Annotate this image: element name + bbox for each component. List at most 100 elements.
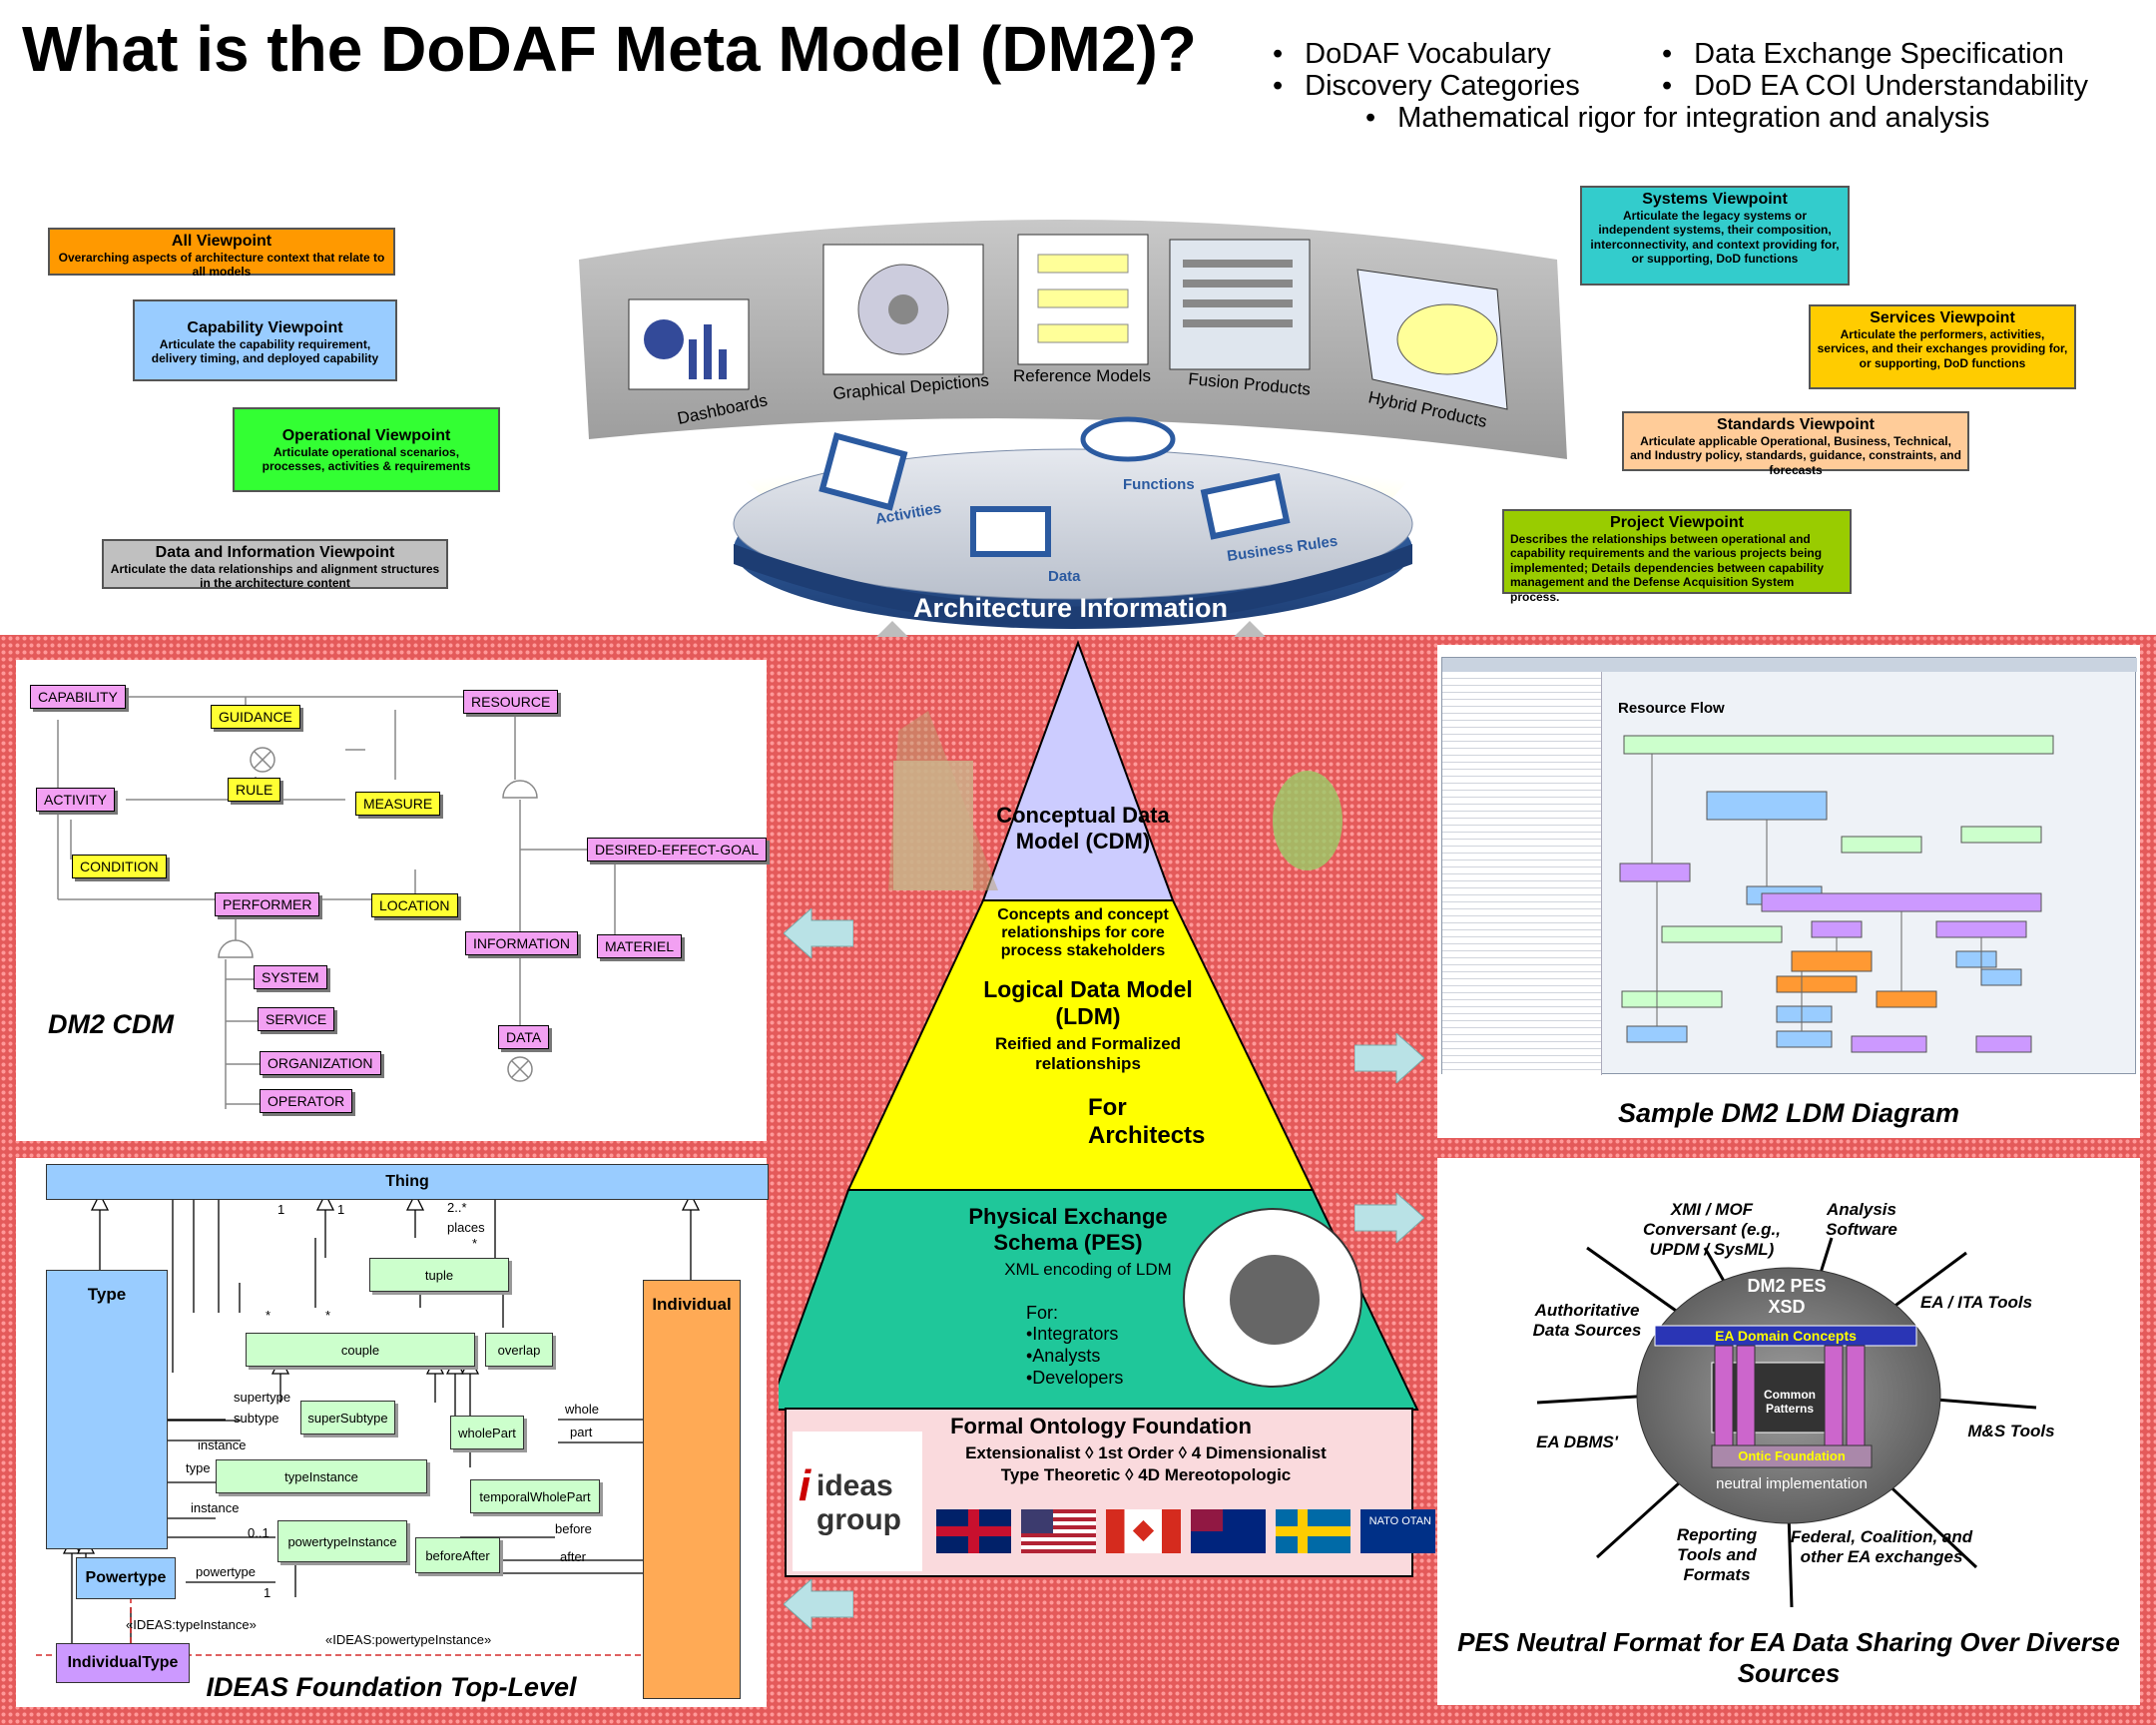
pyramid-pes-desc: XML encoding of LDM [1004,1260,1172,1279]
pes-spoke-xmi: XMI / MOF Conversant (e.g., UPDM / SysML… [1643,1200,1781,1259]
ideas-lbl-powertype-instance-stereo: «IDEAS:powertypeInstance» [325,1632,492,1647]
ldm-panel: Resource Flow [1437,645,2140,1138]
ideas-lbl-powertype: powertype [196,1564,256,1579]
ideas-lbl-subtype: subtype [234,1411,279,1426]
pyramid-ldm-desc: Reified and Formalized relationships [994,1034,1182,1073]
cdm-location: LOCATION [371,893,458,917]
cdm-service: SERVICE [258,1007,335,1031]
pes-spoke-reporting: Reporting Tools and Formats [1676,1525,1758,1584]
ontology-line2: Type Theoretic ◊ 4D Mereotopologic [1000,1465,1292,1484]
arrow-to-ldm [1353,1031,1425,1085]
up-arrow-left [876,621,908,637]
ideas-type-instance: typeInstance [216,1459,427,1493]
pes-panel: DM2 PES XSD EA Domain Concepts Common Pa… [1437,1158,2140,1705]
pes-spoke-ea-ita: EA / ITA Tools [1919,1293,2033,1312]
pes-spoke-analysis: Analysis Software [1826,1200,1897,1239]
ideas-caption: IDEAS Foundation Top-Level [206,1672,577,1702]
ideas-lbl-part: part [570,1425,593,1439]
cdm-desired-effect-goal: DESIRED-EFFECT-GOAL [587,838,768,862]
ontology-box: Formal Ontology Foundation Extensionalis… [785,1408,1435,1577]
pyramid-pes-for-analysts: •Analysts [1026,1346,1101,1366]
platform-functions: Functions [1123,476,1195,493]
meeting-clipart [893,761,973,890]
ideas-lbl-instance: instance [198,1438,247,1452]
bullet-exchange-spec: Data Exchange Specification [1662,38,2064,71]
flag-australia-icon [1191,1509,1266,1553]
arrow-to-pes [1353,1191,1425,1245]
pyramid-pes-for-developers: •Developers [1026,1368,1124,1388]
bullet-understandability: DoD EA COI Understandability [1662,70,2088,103]
ideas-lbl-places-mult: 2..* [447,1200,467,1215]
pyramid-pes-wheel [1183,1208,1362,1388]
ideas-lbl-supertype: supertype [234,1390,291,1405]
fusion-products-thumb [1169,239,1311,370]
ideas-lbl-whole: whole [565,1402,599,1417]
cdm-condition: CONDITION [72,855,167,878]
cdm-guidance: GUIDANCE [211,705,300,729]
ideas-powertype-instance: powertypeInstance [277,1520,407,1562]
ideas-lbl-star: * [266,1308,271,1323]
pes-ontic: Ontic Foundation [1738,1448,1846,1463]
ideas-logo: i ideas group [793,1432,922,1571]
pes-caption: PES Neutral Format for EA Data Sharing O… [1457,1627,2120,1688]
ontology-line1: Extensionalist ◊ 1st Order ◊ 4 Dimension… [965,1443,1327,1462]
ideas-individual-type: IndividualType [56,1643,190,1683]
bullet-math-rigor: Mathematical rigor for integration and a… [1365,102,1989,135]
pes-spokes [1536,1237,2037,1608]
flag-canada-icon [1106,1509,1181,1553]
pes-spoke-dbms: EA DBMS' [1536,1433,1618,1451]
platform-data: Data [1048,568,1081,585]
bullet-vocabulary: DoDAF Vocabulary [1273,38,1551,71]
pyramid-cdm-title: Conceptual Data Model (CDM) [996,803,1170,854]
cdm-activity: ACTIVITY [36,788,116,812]
pes-spoke-authoritative: Authoritative Data Sources [1532,1301,1642,1340]
cdm-connectors [57,696,625,1109]
page-title: What is the DoDAF Meta Model (DM2)? [22,13,1197,85]
flags-row: NATO OTAN [936,1509,1435,1553]
cdm-rule: RULE [228,778,281,802]
cdm-organization: ORGANIZATION [260,1051,381,1075]
cdm-materiel: MATERIEL [597,934,682,958]
pes-domain-concepts: EA Domain Concepts [1715,1328,1857,1344]
cdm-panel: CAPABILITY RESOURCE ACTIVITY DESIRED-EFF… [16,660,768,1141]
cdm-measure: MEASURE [355,792,441,816]
ideas-couple: couple [246,1333,475,1367]
ideas-lbl-one: 1 [337,1202,345,1217]
ldm-diagram-title: Resource Flow [1618,700,1725,717]
ideas-lbl-zero-one: 0..1 [248,1525,270,1540]
ideas-lbl-before: before [555,1521,592,1536]
ideas-tuple: tuple [369,1258,509,1292]
ideas-panel: Thing Type Individual Powertype Individu… [16,1158,769,1707]
up-arrow-right [1234,621,1266,637]
flag-sweden-icon [1276,1509,1350,1553]
cdm-data: DATA [498,1025,550,1049]
pyramid-pes-title: Physical Exchange Schema (PES) [968,1204,1168,1255]
ontology-title: Formal Ontology Foundation [950,1414,1252,1438]
dashboards-thumb [628,298,750,390]
ideas-type: Type [46,1270,168,1549]
ideas-lbl-type: type [186,1460,211,1475]
ideas-whole-part: wholePart [450,1416,524,1449]
pyramid-pes-for-integrators: •Integrators [1026,1324,1119,1344]
pes-neutral: neutral implementation [1716,1475,1868,1492]
ideas-thing: Thing [46,1164,769,1200]
ideas-super-subtype: superSubtype [300,1401,395,1435]
platform-label: Architecture Information [913,593,1228,623]
flag-us-icon [1021,1509,1096,1553]
flag-nato-icon: NATO OTAN [1360,1509,1435,1553]
ideas-lbl-after: after [560,1549,587,1564]
pyramid-ldm-for: For Architects [1088,1094,1206,1149]
ideas-before-after: beforeAfter [415,1537,500,1573]
cdm-operator: OPERATOR [260,1089,353,1113]
cdm-resource: RESOURCE [463,690,559,714]
ideas-lbl-type-instance-stereo: «IDEAS:typeInstance» [126,1617,257,1632]
pyramid-ldm-title: Logical Data Model (LDM) [983,976,1193,1029]
pes-spoke-federal: Federal, Coalition, and other EA exchang… [1790,1527,1973,1566]
cdm-information: INFORMATION [465,931,578,955]
ideas-lbl-star: * [472,1236,478,1251]
pes-common-patterns: Common Patterns [1764,1388,1816,1416]
pyramid-pes-for-head: For: [1026,1303,1059,1323]
